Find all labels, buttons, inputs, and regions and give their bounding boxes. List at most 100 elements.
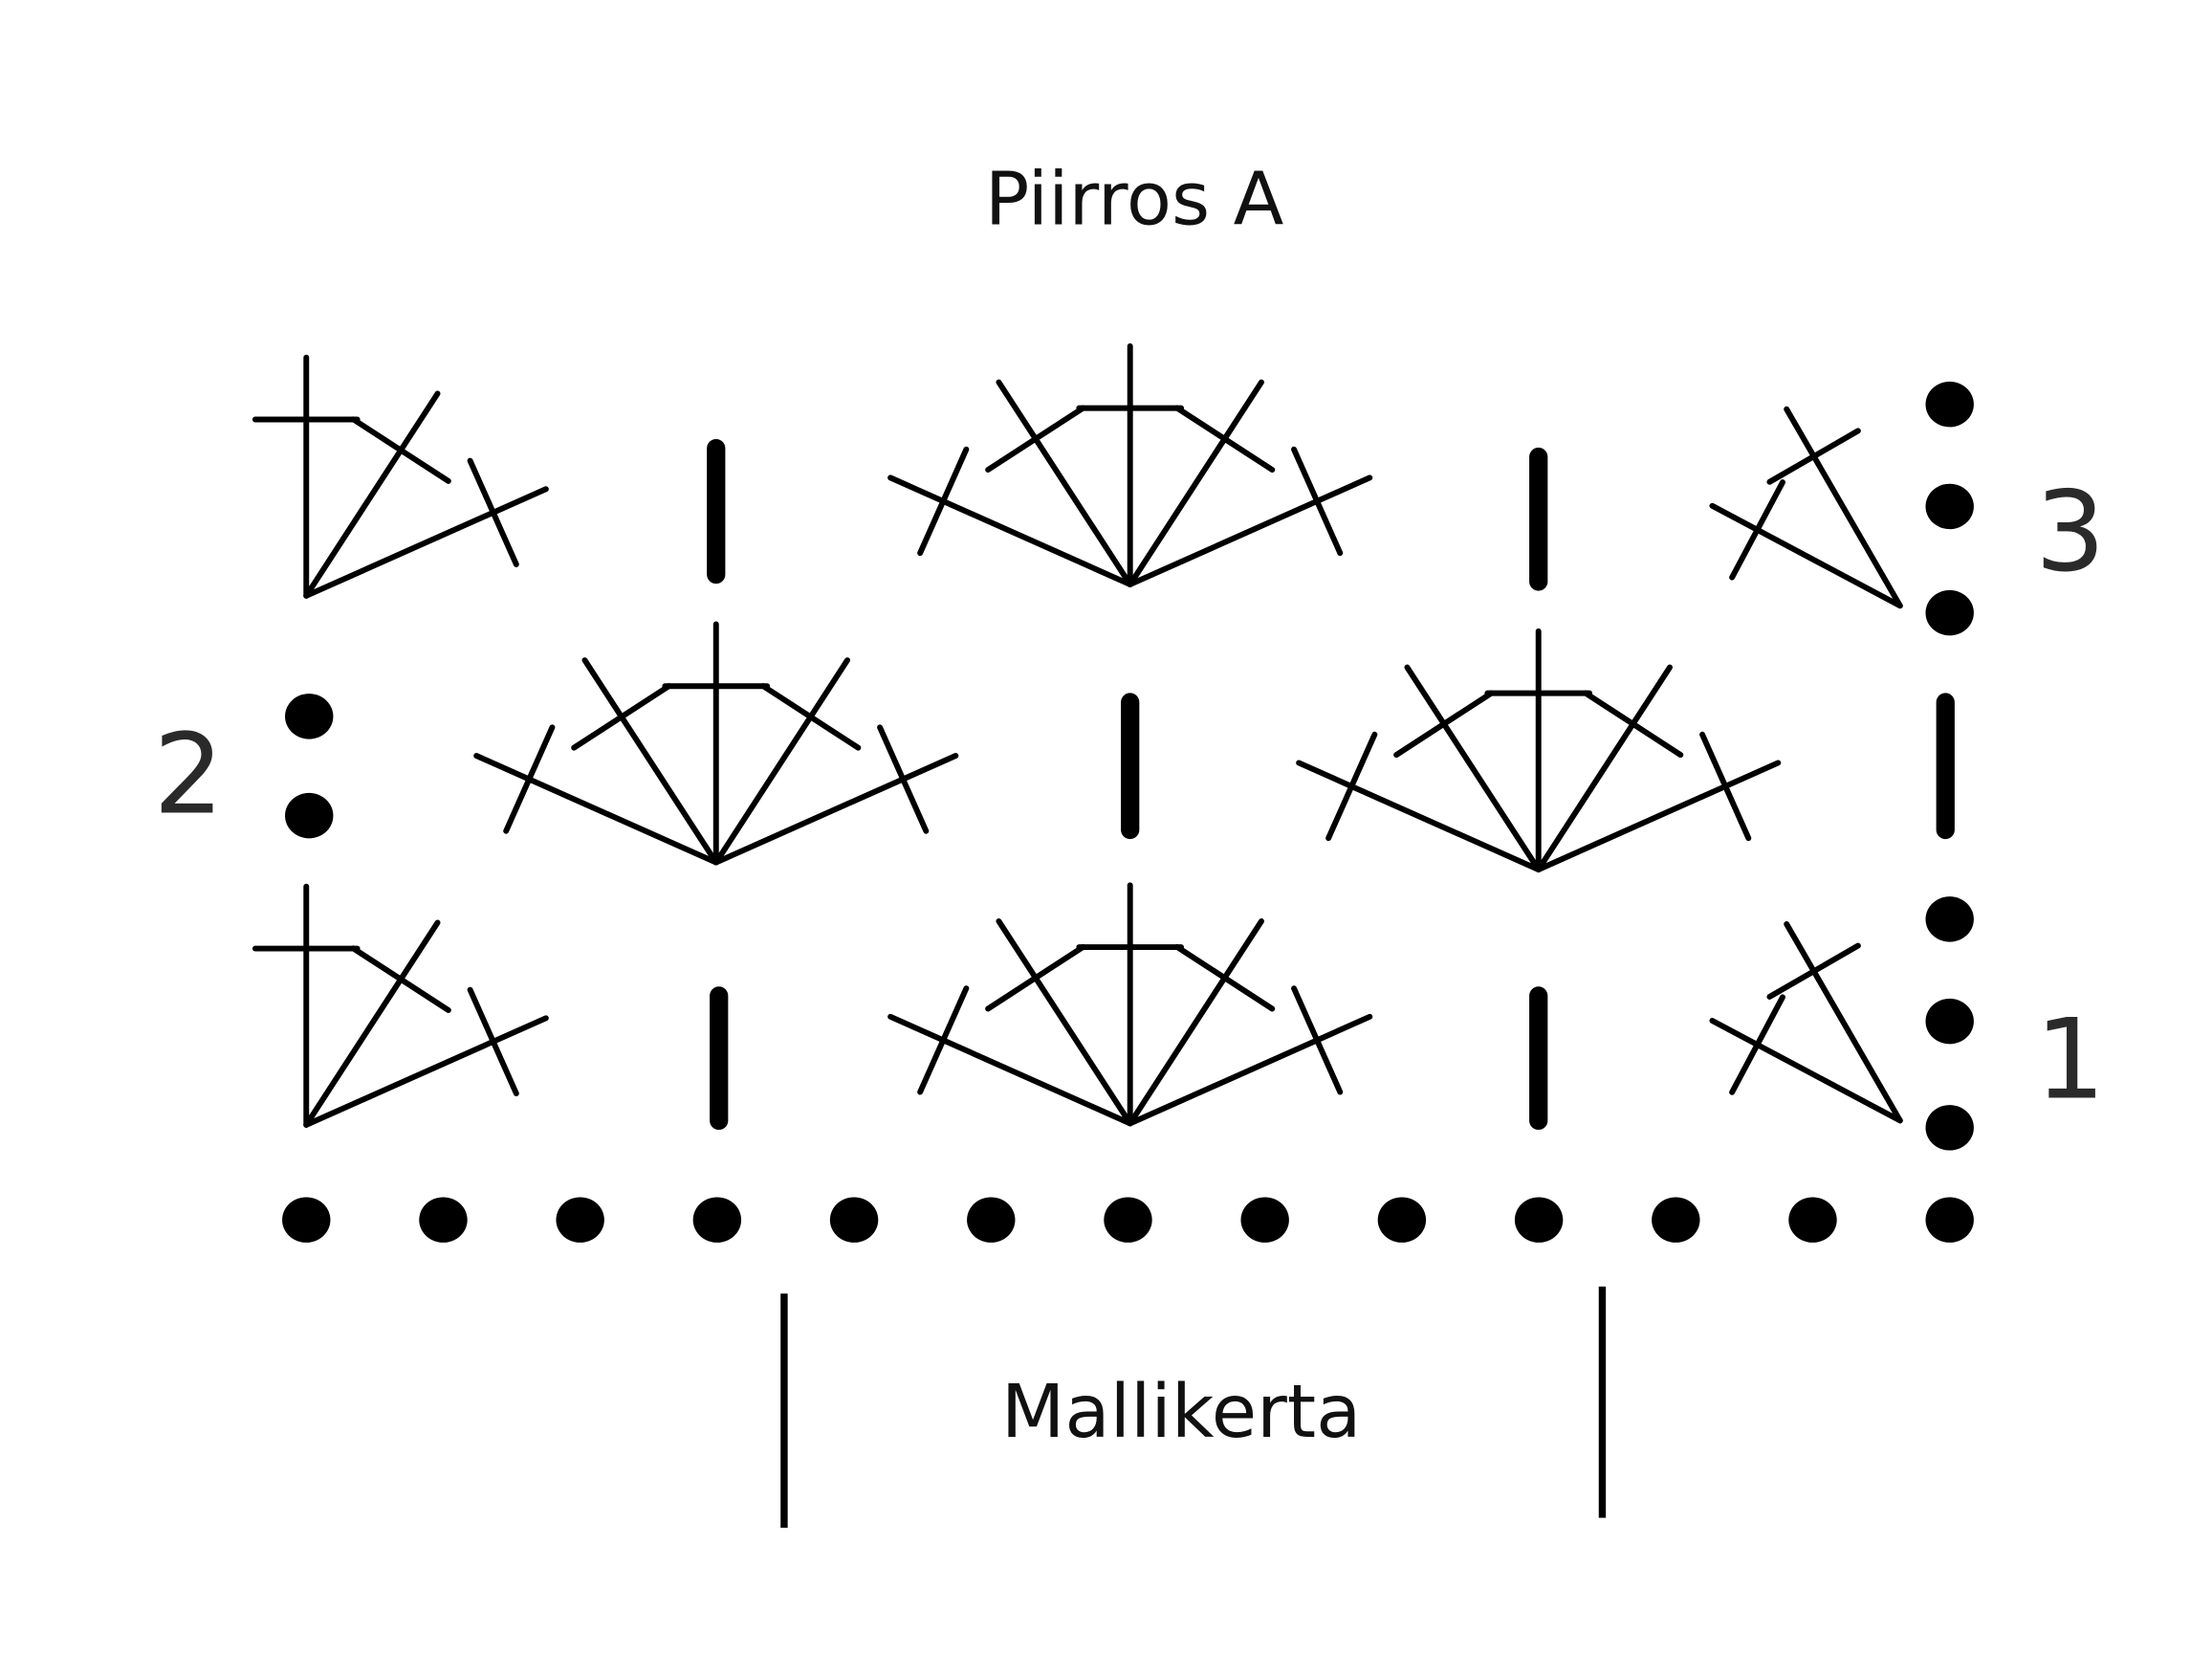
half-fan-right [1709,921,1903,1124]
double-crochet-stitch [1535,664,1684,872]
half-fan-right [1709,406,1903,609]
dc-cross [1291,446,1344,557]
fan-5-dc [473,621,959,866]
chain-stitch [1925,381,1974,428]
double-crochet-stitch [571,657,719,866]
dc-stem [303,486,549,599]
chain-stitch [1925,998,1974,1045]
chain-stitch [1925,1197,1974,1243]
dc-stem [1127,1013,1373,1127]
dc-stem [887,1013,1133,1127]
chart-title: Piirros A [985,156,1284,242]
double-crochet-stitch [303,986,549,1128]
dc-stem [303,919,441,1128]
double-crochet-stitch [662,621,771,866]
dc-stem [887,474,1133,587]
dc-cross [467,457,519,567]
chain-stitch [1925,896,1974,942]
dc-cross [1766,942,1861,1000]
dc-stem [1709,1018,1903,1124]
double-crochet-stitch [473,724,719,866]
chain-stitch [1514,1197,1564,1243]
double-crochet-stitch [712,724,959,866]
half-fan-left [252,354,549,599]
row-label-2: 2 [153,712,224,840]
double-crochet-stitch [1709,994,1903,1124]
chain-stitch [419,1197,468,1243]
chain-stitch [829,1197,879,1243]
dc-cross [917,985,970,1095]
chain-stitch [1104,1197,1152,1243]
turning-chain-row-2 [285,694,334,839]
chain-stitch [967,1197,1016,1243]
dc-stem [1296,760,1542,872]
double-crochet-stitch [303,390,451,599]
chain-stitch [1925,589,1974,636]
chain-stitch [1788,1197,1837,1243]
foundation-chain [282,1197,1974,1243]
chain-stitch [692,1197,742,1243]
dc-stem [1127,474,1373,587]
fan-5-dc [887,882,1373,1127]
dc-cross [350,945,451,1013]
dc-cross [1291,985,1344,1095]
chain-stitch [1925,1105,1974,1151]
dc-cross [1393,690,1495,759]
double-crochet-stitch [1709,479,1903,609]
dc-stem [712,753,959,866]
row-label-1: 1 [2035,997,2106,1125]
repeat-label: Mallikerta [1001,1369,1362,1455]
dc-cross [467,986,519,1096]
dc-stem [996,379,1133,587]
dc-stem [1709,502,1903,609]
dc-stem [1784,406,1903,609]
dc-stem [303,390,441,599]
dc-cross [759,683,862,751]
double-crochet-stitch [1127,918,1276,1127]
double-crochet-stitch [887,985,1133,1127]
double-crochet-stitch [712,657,862,866]
dc-cross [1582,690,1684,759]
double-crochet-stitch [252,883,361,1128]
double-crochet-stitch [887,446,1133,587]
chain-stitch [1377,1197,1427,1243]
double-crochet-stitch [1127,985,1373,1127]
chain-stitch [285,792,334,839]
dc-stem [712,657,851,866]
dc-stem [1127,379,1264,587]
fan-5-dc [1296,628,1782,872]
dc-cross [350,416,451,484]
dc-cross [917,446,970,557]
dc-cross [985,943,1086,1012]
dc-stem [303,1015,549,1128]
double-crochet-stitch [985,379,1133,587]
dc-cross [985,405,1086,474]
dc-cross [571,683,672,751]
dc-cross [503,724,556,834]
dc-cross [1699,731,1752,842]
chain-stitch [1652,1197,1700,1243]
double-crochet-stitch [252,354,361,599]
dc-cross [1173,943,1276,1012]
dc-cross [1729,994,1785,1095]
dc-cross [1325,731,1378,842]
double-crochet-stitch [985,918,1133,1127]
chain-stitch [1240,1197,1289,1243]
dc-stem [1784,921,1903,1124]
double-crochet-stitch [1296,731,1542,872]
dc-stem [473,753,719,866]
double-crochet-stitch [1766,921,1903,1124]
dc-stem [996,918,1133,1127]
fan-5-dc [887,342,1373,587]
dc-stem [1127,918,1264,1127]
half-fan-left [252,883,549,1128]
double-crochet-stitch [303,919,451,1128]
dc-cross [1729,479,1785,581]
dc-stem [1535,760,1782,872]
chain-stitch [1925,483,1974,530]
turning-chain-row-1 [1925,896,1974,1151]
dc-stem [1535,664,1673,872]
dc-cross [1766,428,1861,485]
